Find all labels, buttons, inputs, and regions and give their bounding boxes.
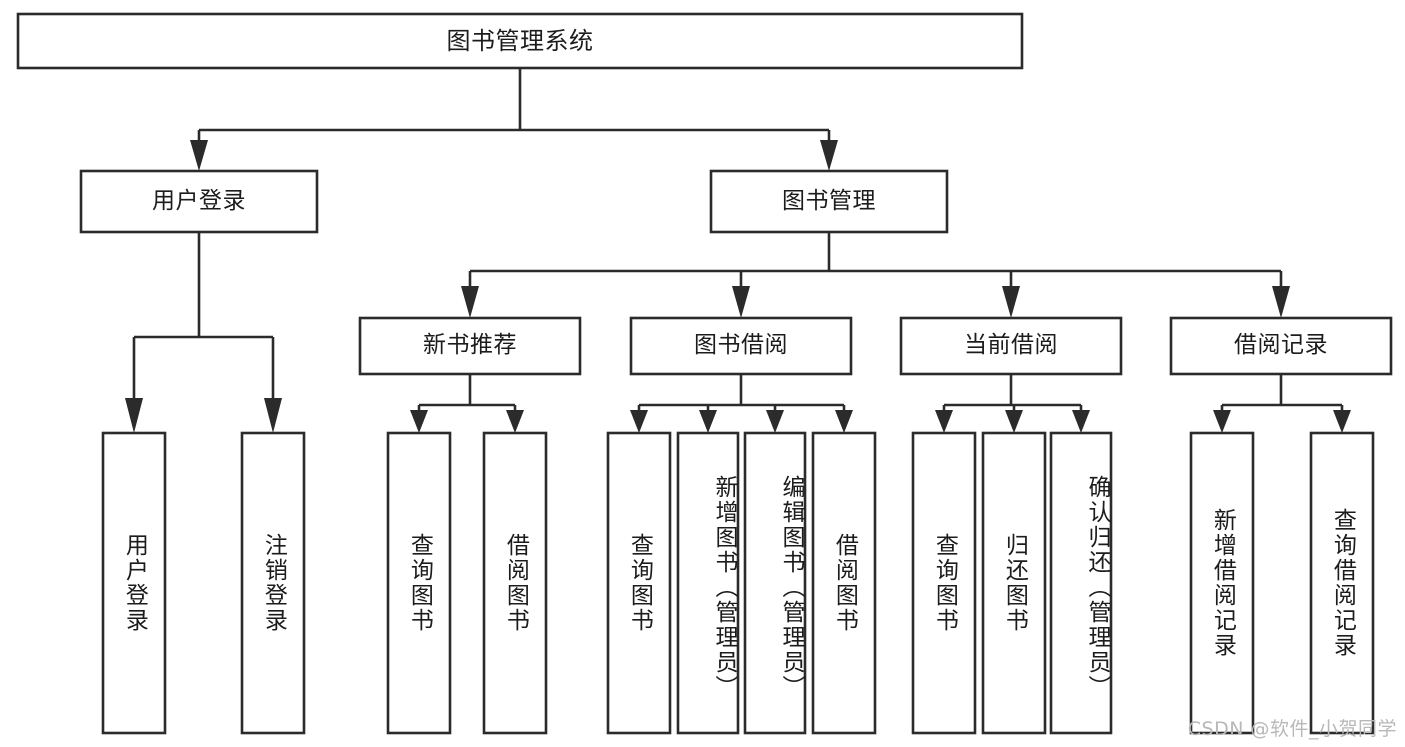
connector-book-borrow-to-leaves [630, 374, 853, 433]
connector-root-to-level1 [190, 68, 838, 171]
watermark-text: CSDN @软件_小贺同学 [1187, 718, 1397, 740]
node-leaf-edit-book-admin-box[interactable] [743, 431, 807, 735]
connector-user-login-to-leaves [125, 232, 282, 433]
node-root-box[interactable] [16, 12, 1024, 70]
arrow-head-icon [630, 410, 648, 433]
connector-book-management-to-level2 [461, 232, 1290, 318]
node-leaf-query-borrow-record-box[interactable] [1309, 431, 1375, 735]
arrow-head-icon [820, 140, 838, 171]
node-leaf-confirm-return-admin-box[interactable] [1049, 431, 1113, 735]
arrow-head-icon [699, 410, 717, 433]
node-user-login-box[interactable] [79, 169, 319, 234]
arrow-head-icon [766, 410, 784, 433]
arrow-head-icon [461, 286, 479, 318]
node-book-management-box[interactable] [709, 169, 949, 234]
arrow-head-icon [410, 410, 428, 433]
arrow-head-icon [732, 286, 750, 318]
arrow-head-icon [1213, 410, 1231, 433]
arrow-head-icon [1333, 410, 1351, 433]
node-leaf-add-book-admin-box[interactable] [676, 431, 740, 735]
node-leaf-logout-login-box[interactable] [240, 431, 306, 735]
arrow-head-icon [1072, 410, 1090, 433]
node-leaf-borrow-book-2-box[interactable] [811, 431, 877, 735]
arrow-head-icon [835, 410, 853, 433]
arrow-head-icon [190, 140, 208, 171]
arrow-head-icon [264, 398, 282, 433]
connector-current-borrow-to-leaves [935, 374, 1090, 433]
node-book-borrow-box[interactable] [629, 316, 853, 376]
arrow-head-icon [935, 410, 953, 433]
node-leaf-borrow-book-1-box[interactable] [482, 431, 548, 735]
arrow-head-icon [125, 398, 143, 433]
node-leaf-query-book-3-box[interactable] [911, 431, 977, 735]
connector-borrow-record-to-leaves [1213, 374, 1351, 433]
node-leaf-add-borrow-record-box[interactable] [1189, 431, 1255, 735]
node-leaf-return-book-box[interactable] [981, 431, 1047, 735]
arrow-head-icon [1005, 410, 1023, 433]
arrow-head-icon [506, 410, 524, 433]
connector-new-book-recommend-to-leaves [410, 374, 524, 433]
arrow-head-icon [1002, 286, 1020, 318]
node-borrow-record-box[interactable] [1169, 316, 1393, 376]
arrow-head-icon [1272, 286, 1290, 318]
node-leaf-user-login-box[interactable] [101, 431, 167, 735]
node-leaf-query-book-1-box[interactable] [386, 431, 452, 735]
node-leaf-query-book-2-box[interactable] [606, 431, 672, 735]
node-new-book-recommend-box[interactable] [358, 316, 582, 376]
node-current-borrow-box[interactable] [899, 316, 1123, 376]
